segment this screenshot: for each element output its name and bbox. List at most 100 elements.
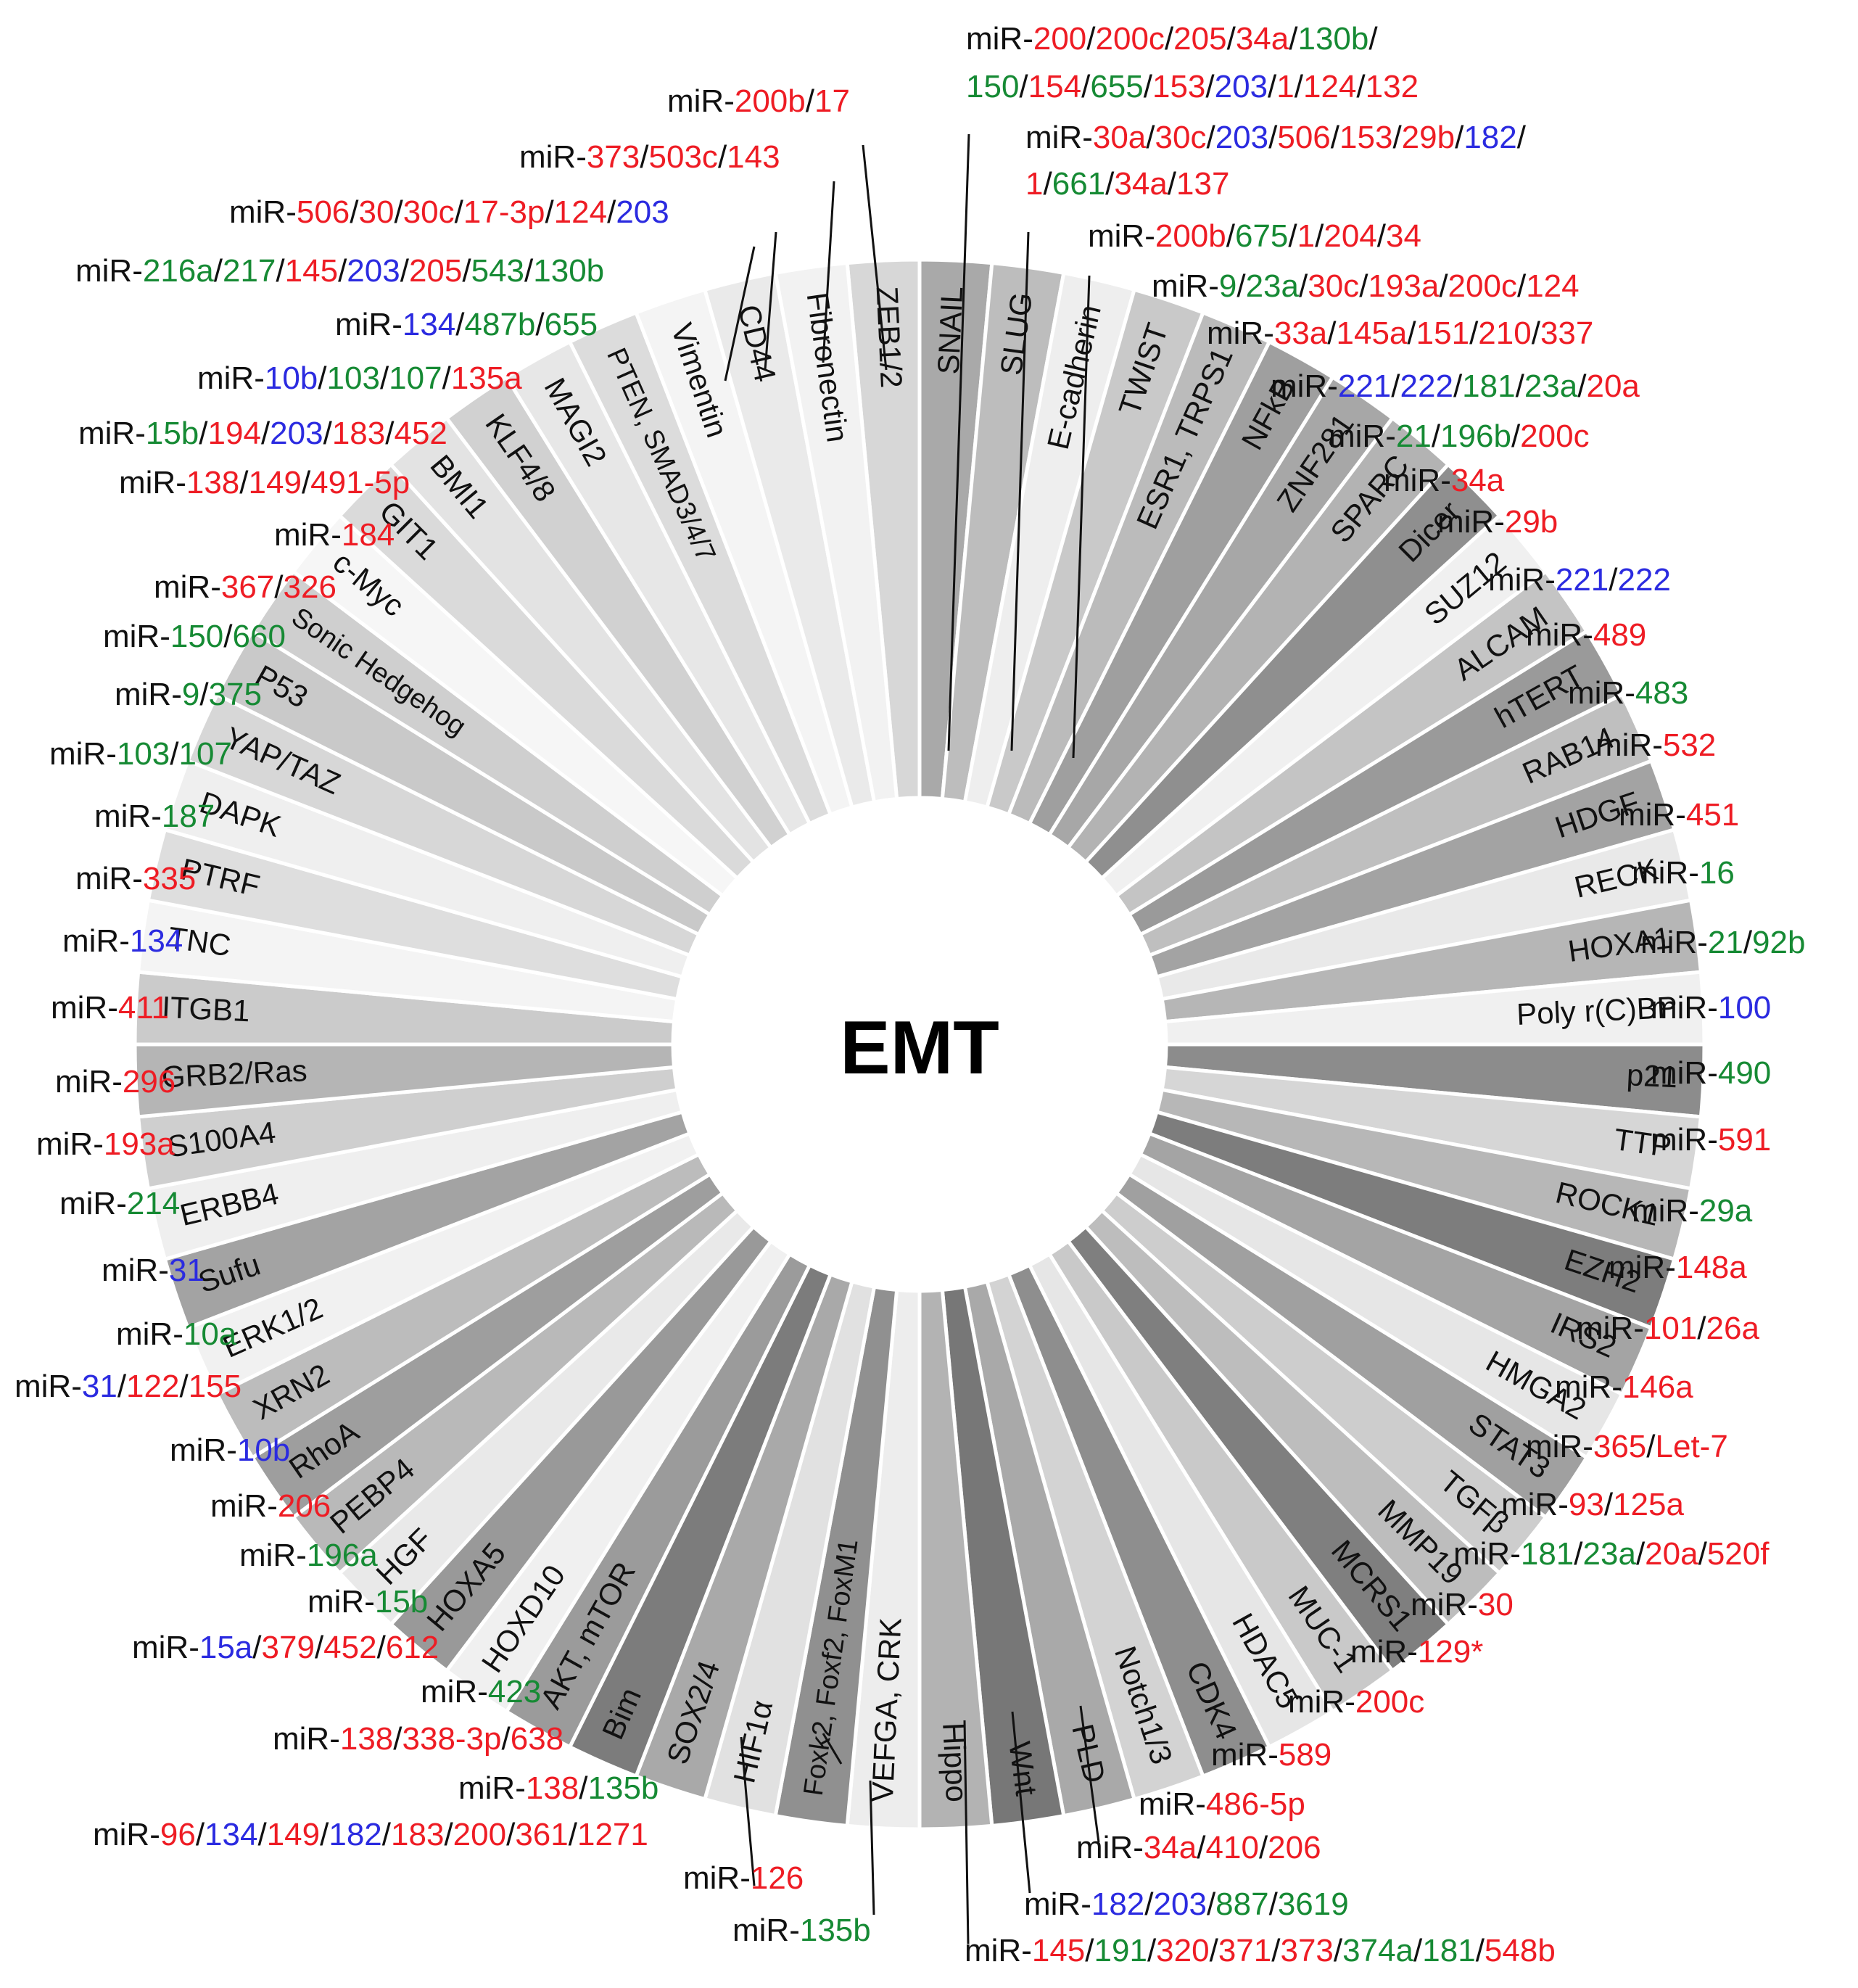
mirna-label-part: miR- bbox=[1411, 1587, 1478, 1622]
mirna-label: miR-29a bbox=[1632, 1195, 1752, 1227]
mirna-label: miR-214 bbox=[59, 1188, 180, 1220]
mirna-label-part: miR- bbox=[132, 1630, 199, 1665]
mirna-label-part: 612 bbox=[385, 1630, 439, 1665]
mirna-label-part: 191 bbox=[1094, 1933, 1147, 1968]
mirna-label-part: miR- bbox=[1152, 268, 1219, 304]
mirna-label-part: / bbox=[1574, 1536, 1583, 1572]
segment-rab14: RAB14 bbox=[1138, 692, 1654, 958]
mirna-label-part: miR- bbox=[75, 861, 143, 896]
mirna-label-part: 135b bbox=[587, 1770, 659, 1806]
segment-label: Hippo bbox=[936, 1722, 974, 1803]
mirna-label-part: 125a bbox=[1613, 1487, 1684, 1522]
mirna-label-part: miR- bbox=[1076, 1830, 1144, 1865]
mirna-label-part: 887 bbox=[1215, 1886, 1269, 1922]
mirna-label-part: / bbox=[252, 1630, 262, 1665]
mirna-label: miR-15b/194/203/183/452 bbox=[78, 418, 447, 450]
mirna-label-part: 591 bbox=[1717, 1122, 1772, 1158]
mirna-label-part: 34 bbox=[1386, 218, 1421, 254]
mirna-label-part: / bbox=[579, 1770, 588, 1806]
mirna-label-part: 1 bbox=[1025, 166, 1044, 202]
mirna-label-part: 194 bbox=[207, 416, 261, 451]
mirna-label-part: 548b bbox=[1484, 1933, 1556, 1968]
mirna-label-part: 150 bbox=[966, 69, 1020, 104]
mirna-label-part: miR- bbox=[307, 1584, 375, 1620]
mirna-label-part: 206 bbox=[1268, 1830, 1321, 1865]
mirna-label-part: / bbox=[393, 1721, 402, 1757]
mirna-label-part: 187 bbox=[161, 799, 215, 834]
mirna-label: miR-196a bbox=[239, 1540, 378, 1572]
mirna-label-part: 124 bbox=[553, 194, 608, 230]
mirna-label-part: miR- bbox=[1568, 675, 1635, 711]
mirna-label-part: / bbox=[1206, 1886, 1216, 1922]
mirna-label: miR-103/107 bbox=[49, 738, 232, 770]
mirna-label: miR-93/125a bbox=[1501, 1489, 1684, 1521]
mirna-label-part: 103 bbox=[116, 736, 170, 772]
mirna-label-part: / bbox=[1289, 21, 1298, 57]
mirna-label-part: / bbox=[338, 253, 347, 289]
mirna-label-part: / bbox=[1609, 562, 1618, 598]
segment-label: ZEB1/2 bbox=[870, 286, 909, 389]
mirna-label-part: / bbox=[805, 83, 814, 119]
segment-fibronectin: Fibronectin bbox=[773, 260, 899, 804]
mirna-label-part: 216a bbox=[142, 253, 214, 289]
mirna-label-part: miR- bbox=[51, 990, 118, 1026]
segment-label: TTP bbox=[1612, 1122, 1674, 1164]
mirna-label-part: 146a bbox=[1622, 1369, 1693, 1405]
mirna-label-part: 214 bbox=[126, 1186, 181, 1221]
mirna-label: miR-206 bbox=[210, 1490, 331, 1522]
mirna-label-part: 374a bbox=[1342, 1933, 1414, 1968]
mirna-label-part: 30c bbox=[1155, 120, 1207, 155]
mirna-label-part: 193a bbox=[103, 1126, 175, 1162]
mirna-label-part: / bbox=[1453, 368, 1463, 404]
mirna-label-part: 31 bbox=[81, 1369, 117, 1404]
center-title: EMT bbox=[840, 1006, 999, 1090]
mirna-label-part: 15b bbox=[145, 416, 199, 451]
mirna-label-part: 134 bbox=[129, 923, 183, 959]
mirna-label-part: 30 bbox=[1477, 1587, 1514, 1622]
mirna-label: miR-10b/103/107/135a bbox=[197, 363, 522, 395]
mirna-label-part: miR- bbox=[1329, 418, 1396, 454]
mirna-label: miR-31 bbox=[102, 1255, 205, 1287]
mirna-label-part: 9 bbox=[181, 677, 200, 712]
mirna-label-part: / bbox=[276, 253, 285, 289]
mirna-label-part: / bbox=[1356, 69, 1366, 104]
mirna-label-part: 320 bbox=[1156, 1933, 1210, 1968]
mirna-label-part: / bbox=[1268, 120, 1278, 155]
mirna-label-part: / bbox=[213, 253, 223, 289]
mirna-label-part: 221 bbox=[1337, 368, 1392, 404]
mirna-label-part: 452 bbox=[394, 416, 447, 451]
mirna-label-part: miR- bbox=[94, 799, 162, 834]
mirna-label-part: 23a bbox=[1582, 1536, 1636, 1572]
mirna-label-part: 155 bbox=[188, 1369, 242, 1404]
mirna-label-part: Let-7 bbox=[1655, 1429, 1728, 1464]
mirna-label: miR-451 bbox=[1619, 799, 1739, 831]
mirna-label-part: / bbox=[257, 1817, 267, 1852]
leader-line bbox=[1072, 275, 1091, 759]
mirna-label-part: / bbox=[1455, 120, 1464, 155]
mirna-label: miR-411 bbox=[51, 992, 169, 1024]
mirna-label-part: 451 bbox=[1685, 797, 1740, 833]
mirna-label-part: 10b bbox=[264, 360, 318, 396]
mirna-label: miR-15a/379/452/612 bbox=[132, 1632, 439, 1664]
mirna-label-part: miR- bbox=[1651, 1055, 1718, 1091]
mirna-label-part: miR- bbox=[1651, 990, 1718, 1026]
mirna-label-part: miR- bbox=[229, 194, 297, 230]
mirna-label-part: 203 bbox=[347, 253, 400, 289]
mirna-label-part: 193a bbox=[1368, 268, 1440, 304]
mirna-label-part: 490 bbox=[1717, 1055, 1772, 1091]
mirna-label-part: / bbox=[179, 1369, 189, 1404]
segment-slug: SLUG bbox=[940, 260, 1066, 804]
mirna-label-part: 655 bbox=[1090, 69, 1144, 104]
segment-wedge bbox=[773, 260, 899, 804]
mirna-label-part: / bbox=[1226, 21, 1236, 57]
mirna-label-part: 182 bbox=[1463, 120, 1517, 155]
leader-lines-layer bbox=[724, 133, 1100, 1944]
mirna-label-part: 181 bbox=[1422, 1933, 1476, 1968]
mirna-label-part: 489 bbox=[1593, 617, 1647, 653]
mirna-label-part: / bbox=[379, 360, 389, 396]
mirna-label-part: / bbox=[1743, 925, 1753, 960]
mirna-label-part: 200b bbox=[1155, 218, 1226, 254]
mirna-label-part: 200c bbox=[1448, 268, 1517, 304]
mirna-label-part: / bbox=[1294, 69, 1303, 104]
mirna-label-part: 335 bbox=[142, 861, 197, 896]
